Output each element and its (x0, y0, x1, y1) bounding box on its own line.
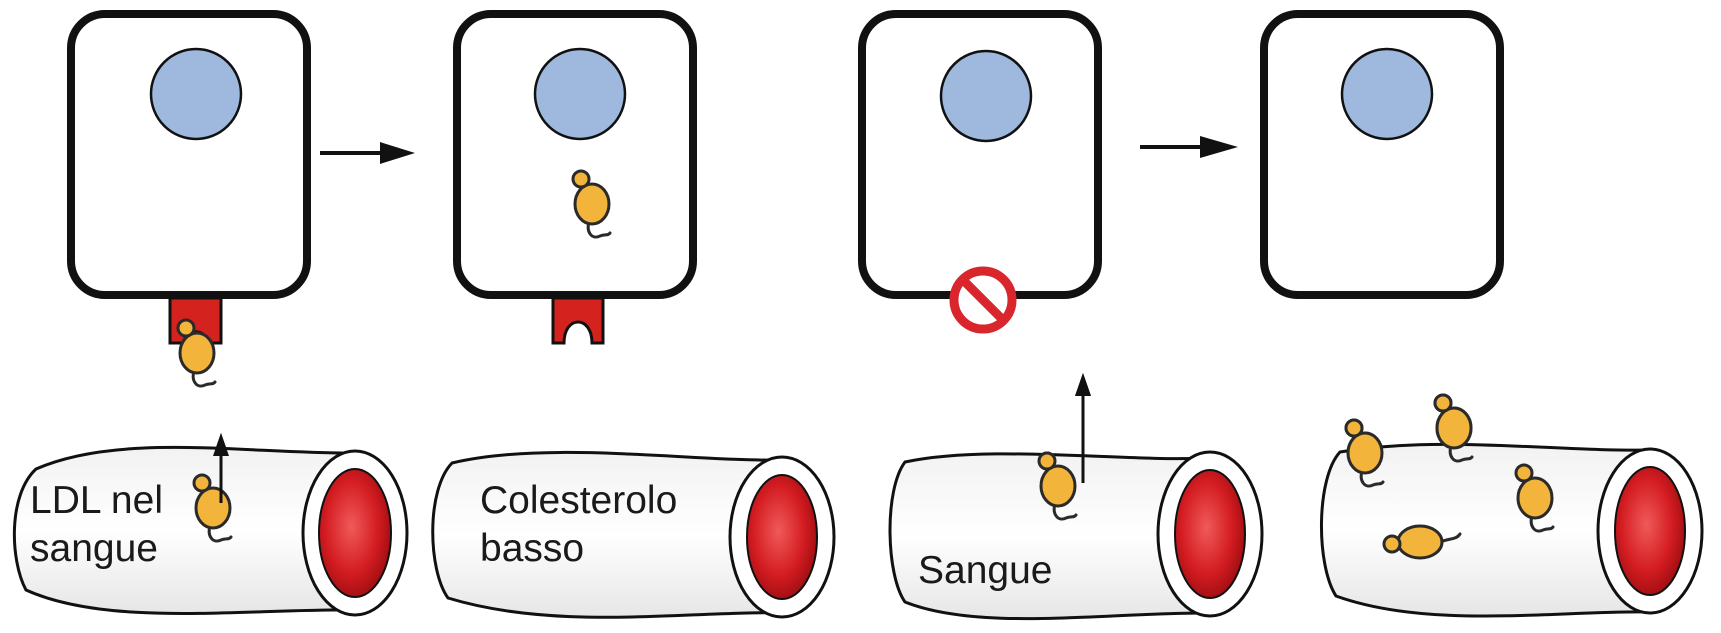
label-ldl-line-1: LDL nel (30, 478, 163, 524)
label-colesterolo-line-1: Colesterolo (480, 478, 677, 524)
cell-4 (1264, 14, 1500, 295)
ldl-receptor (553, 298, 603, 343)
vessel-lumen (747, 475, 817, 599)
label-ldl-line-2: sangue (30, 526, 158, 572)
blood-vessel (1321, 444, 1702, 616)
vessel-lumen (1175, 470, 1245, 598)
cell-nucleus (151, 49, 241, 139)
vessel-lumen (319, 469, 391, 597)
arrow (1140, 136, 1238, 158)
label-sangue: Sangue (918, 548, 1052, 594)
label-colesterolo-line-2: basso (480, 526, 584, 572)
vessel-lumen (1615, 467, 1685, 595)
cell-nucleus (535, 49, 625, 139)
cell-3 (862, 14, 1098, 295)
cell-2 (457, 14, 693, 295)
cell-nucleus (1342, 49, 1432, 139)
no-entry-icon (954, 271, 1012, 329)
cell-1 (71, 14, 307, 295)
arrow (320, 142, 415, 164)
cell-nucleus (941, 51, 1031, 141)
